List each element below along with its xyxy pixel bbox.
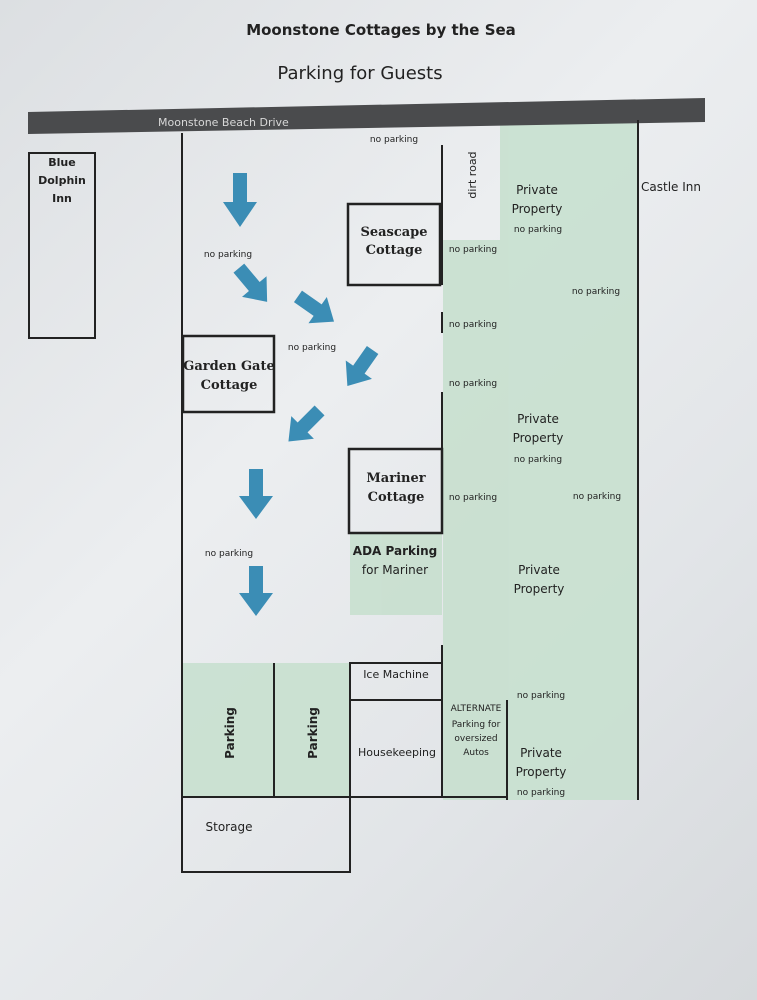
subtitle: Parking for Guests <box>277 63 442 84</box>
ice-machine-label: Ice Machine <box>363 668 429 681</box>
arrow-down-icon <box>239 566 273 616</box>
ada-parking-label: ADA Parking <box>353 544 437 558</box>
castle-inn-label: Castle Inn <box>641 180 701 194</box>
storage-label: Storage <box>206 820 253 834</box>
no-parking-label: no parking <box>514 455 562 465</box>
guest-parking-zone <box>183 663 350 797</box>
seascape-cottage-box <box>346 202 442 287</box>
private-property-label: Private <box>516 183 558 197</box>
no-parking-label: no parking <box>288 343 336 353</box>
seascape-label: Cottage <box>366 243 423 258</box>
arrow-diagonal-icon <box>345 345 379 387</box>
garden-gate-label: Cottage <box>201 378 258 393</box>
private-property-label: Private <box>517 412 559 426</box>
parking-label: Parking <box>223 707 237 759</box>
mariner-label: Mariner <box>366 471 425 486</box>
mariner-cottage-box <box>347 447 444 535</box>
no-parking-label: no parking <box>517 788 565 798</box>
no-parking-label: no parking <box>514 225 562 235</box>
private-property-label: Private <box>518 563 560 577</box>
direction-arrows <box>223 173 379 616</box>
blue-dolphin-inn-box <box>28 152 96 339</box>
garden-gate-cottage-box <box>181 334 276 414</box>
arrow-diagonal-icon <box>233 263 268 302</box>
arrow-diagonal-icon <box>293 290 335 324</box>
mariner-label: Cottage <box>368 490 425 505</box>
road-bar <box>28 98 705 134</box>
alternate-parking-label: oversized <box>454 734 497 744</box>
parking-label: Parking <box>306 707 320 759</box>
garden-gate-label: Garden Gate <box>183 359 275 374</box>
housekeeping-label: Housekeeping <box>358 746 436 759</box>
storage-box <box>181 796 351 873</box>
dirt-road-label: dirt road <box>466 151 479 198</box>
title: Moonstone Cottages by the Sea <box>246 21 516 39</box>
blue-dolphin-label: Inn <box>52 192 72 205</box>
no-parking-label: no parking <box>449 379 497 389</box>
no-parking-label: no parking <box>573 492 621 502</box>
alternate-parking-label: Parking for <box>452 720 501 730</box>
road-label: Moonstone Beach Drive <box>158 116 289 129</box>
alternate-parking-label: Autos <box>463 748 489 758</box>
private-property-label: Property <box>513 431 564 445</box>
no-parking-label: no parking <box>449 245 497 255</box>
private-property-label: Property <box>514 582 565 596</box>
ada-parking-label: for Mariner <box>362 563 428 577</box>
no-parking-label: no parking <box>204 250 252 260</box>
private-property-label: Private <box>520 746 562 760</box>
no-parking-label: no parking <box>572 287 620 297</box>
private-property-zone <box>500 120 638 800</box>
blue-dolphin-label: Dolphin <box>38 174 86 187</box>
no-parking-label: no parking <box>370 135 418 145</box>
no-parking-label: no parking <box>449 320 497 330</box>
arrow-down-icon <box>223 173 257 227</box>
no-parking-label: no parking <box>205 549 253 559</box>
arrow-diagonal-icon <box>288 405 325 442</box>
alternate-parking-label: ALTERNATE <box>451 704 502 714</box>
arrow-down-icon <box>239 469 273 519</box>
dirt-road-zone <box>443 240 503 800</box>
seascape-label: Seascape <box>360 225 427 240</box>
blue-dolphin-label: Blue <box>48 156 75 169</box>
private-property-label: Property <box>512 202 563 216</box>
no-parking-label: no parking <box>449 493 497 503</box>
private-property-label: Property <box>516 765 567 779</box>
ada-parking-zone <box>350 533 442 615</box>
no-parking-label: no parking <box>517 691 565 701</box>
